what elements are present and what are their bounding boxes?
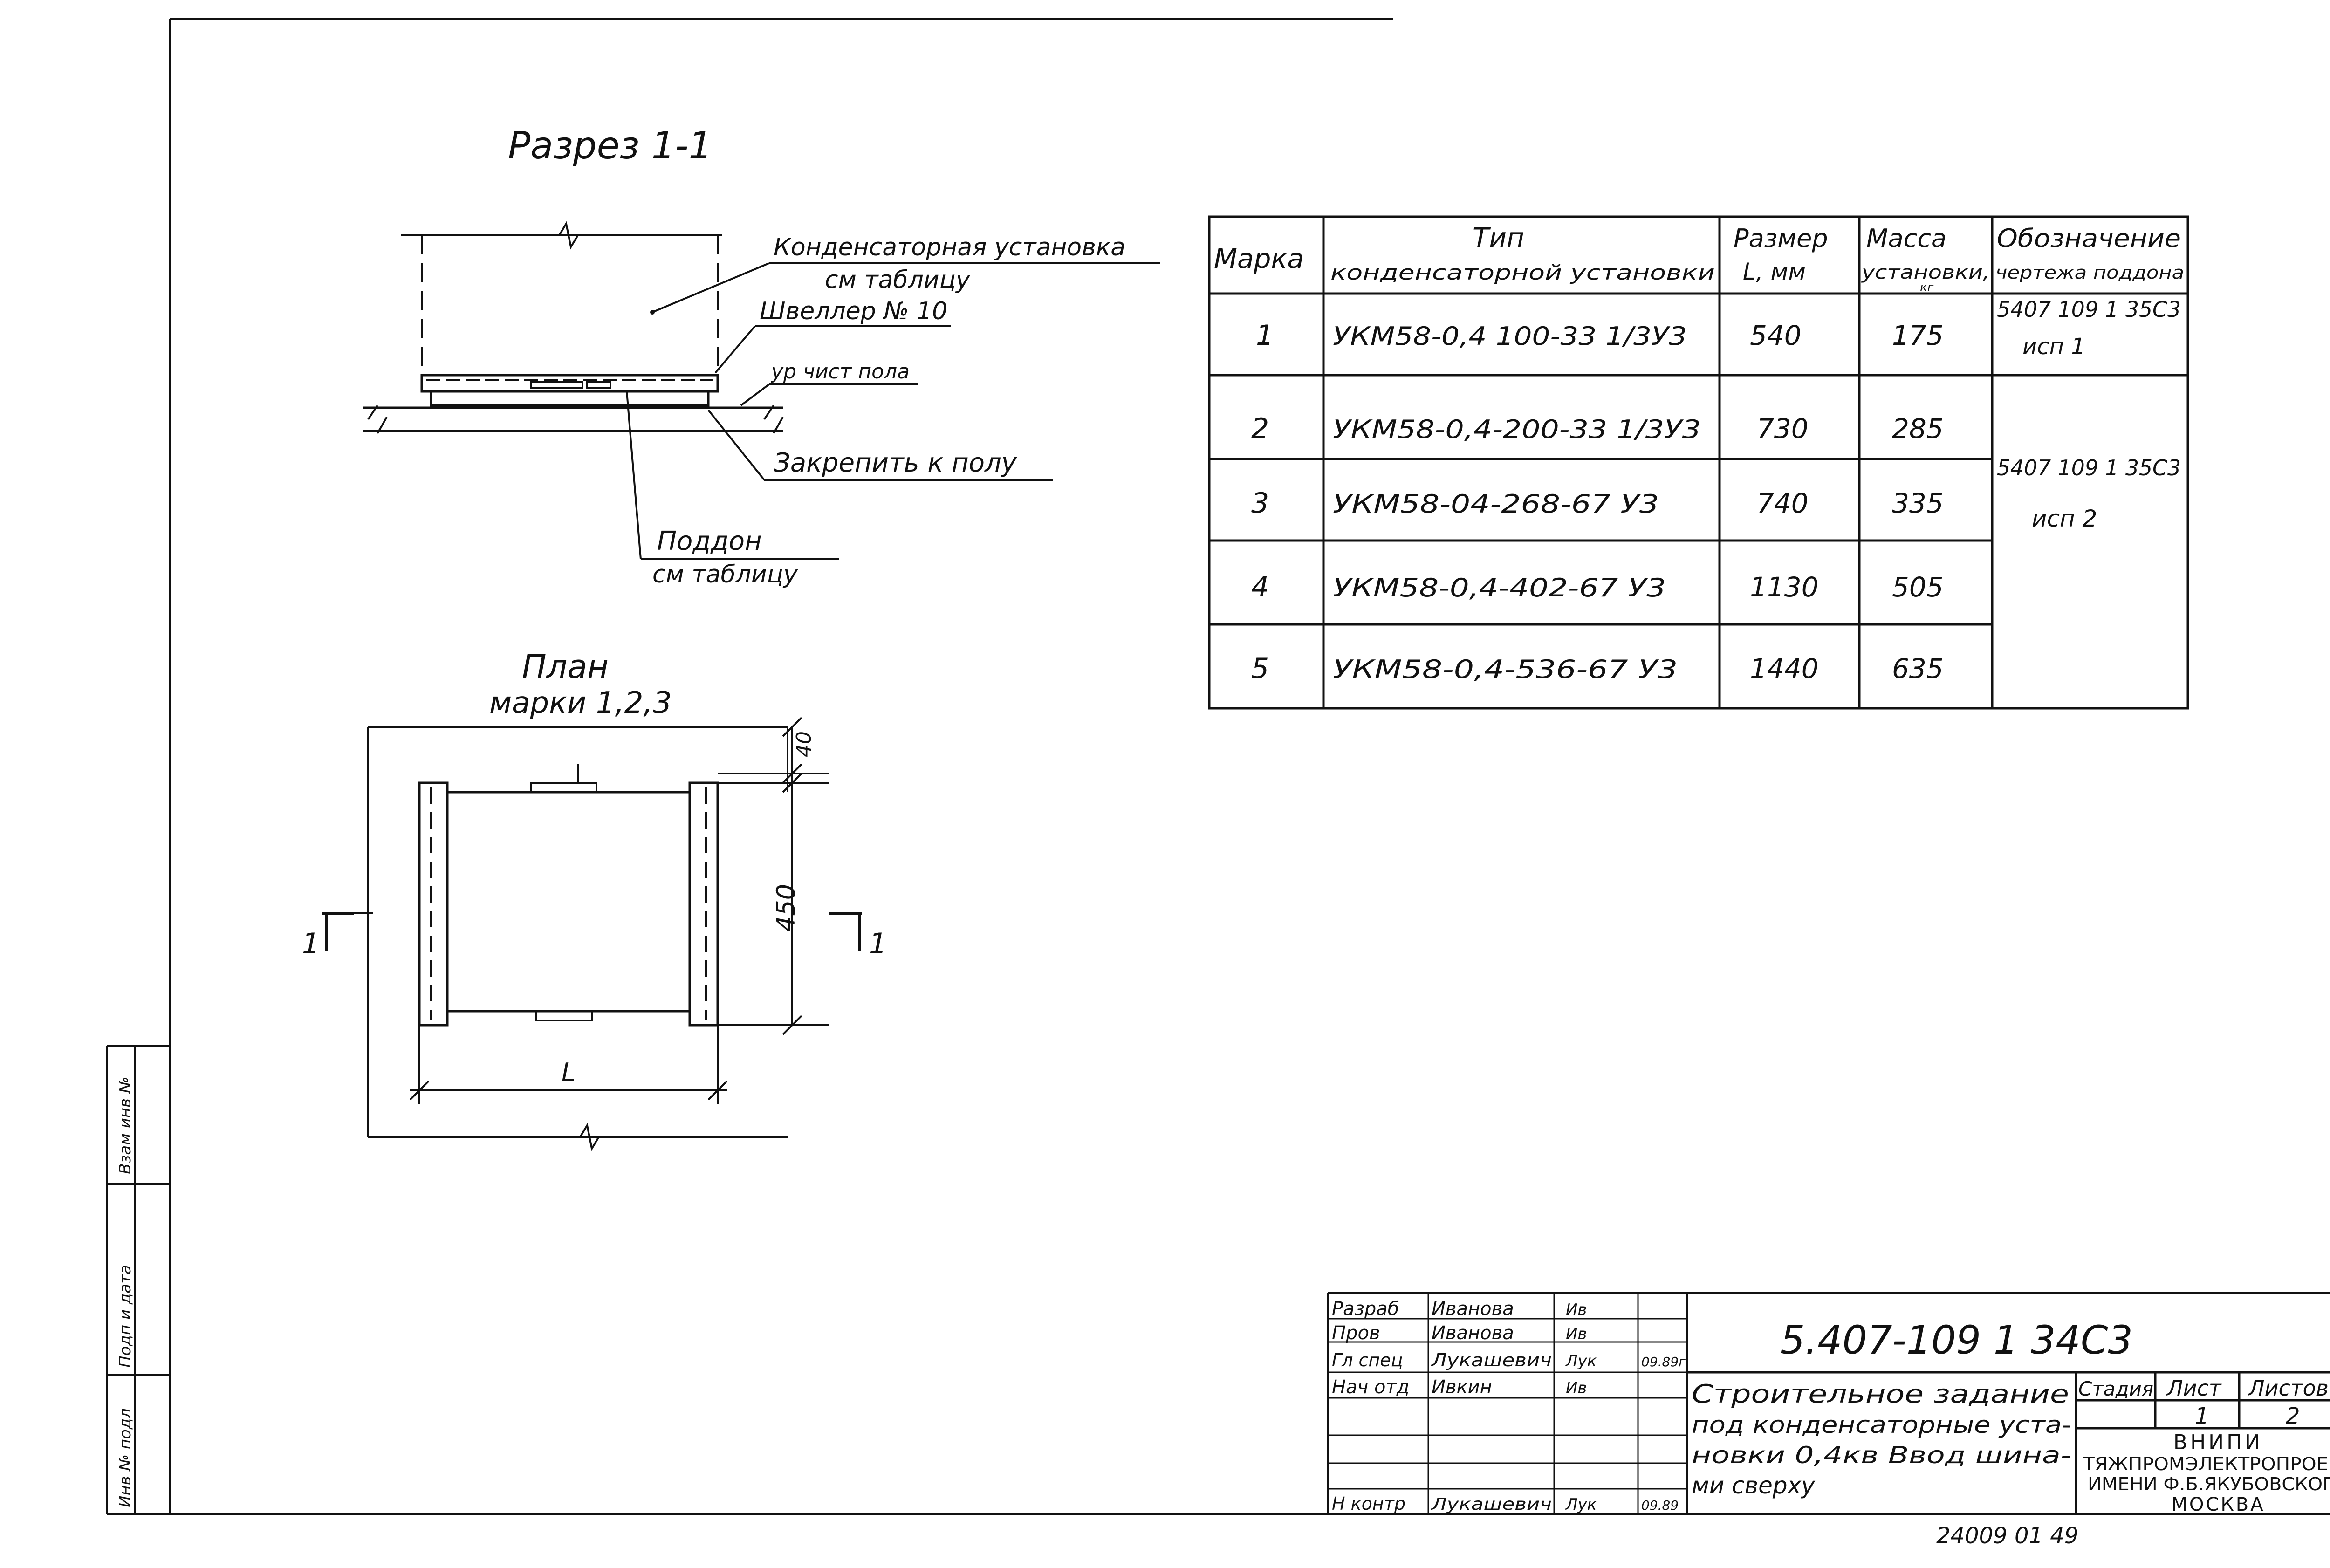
plan-view: План марки 1,2,3	[302, 648, 887, 1151]
header-ref-l1: Обозначение	[1997, 224, 2181, 253]
row-1-mark: 1	[1256, 319, 1274, 352]
tb-desc-l1: Строительное задание	[1692, 1379, 2069, 1409]
row-1-type: УКМ58-0,4 100-33 1/3У3	[1333, 322, 1687, 351]
tb-name-5: Лукашевич	[1431, 1495, 1552, 1514]
title-block: Разраб Иванова Ив Пров Иванова Ив Гл спе…	[1327, 1292, 2330, 1515]
plan-title: План	[522, 648, 609, 686]
row-5-mark: 5	[1251, 652, 1269, 685]
tb-name-2: Иванова	[1432, 1322, 1514, 1344]
header-type-l2: конденсаторной установки	[1330, 261, 1715, 285]
callout-fix: Закрепить к полу	[774, 448, 1017, 478]
section-title: Разрез 1-1	[508, 124, 712, 167]
row-3-type: УКМ58-04-268-67 У3	[1333, 489, 1659, 519]
tb-org-l1: ВНИПИ	[2173, 1431, 2263, 1454]
row-2-mark: 2	[1251, 412, 1269, 445]
tb-stage-label: Стадия	[2078, 1377, 2153, 1400]
tb-sign-5: Лук	[1565, 1495, 1597, 1514]
header-type-l1: Тип	[1473, 222, 1524, 253]
plan-dim-side: 450	[771, 884, 801, 932]
tb-code: 5.407-109 1 34С3	[1780, 1317, 2133, 1363]
header-mass-l3: кг	[1920, 281, 1934, 294]
plan-cut-right: 1	[869, 927, 887, 960]
tb-sheet-label: Лист	[2166, 1376, 2222, 1401]
row-5-type: УКМ58-0,4-536-67 У3	[1333, 655, 1678, 684]
tb-date-3: 09.89г	[1641, 1354, 1686, 1369]
ref-row1-l2: исп 1	[2022, 334, 2085, 360]
sheet-frame	[169, 18, 2330, 1515]
callout-channel: Швеллер № 10	[760, 297, 947, 325]
margin-inv-orig: Инв № подл	[116, 1408, 135, 1507]
margin-stamp: Взам инв № Подп и дата Инв № подл	[106, 1045, 170, 1515]
tb-desc-l2: под конденсаторные уста-	[1692, 1411, 2071, 1438]
row-1-size: 540	[1750, 320, 1802, 351]
row-1-mass: 175	[1892, 320, 1944, 351]
plan-subtitle: марки 1,2,3	[489, 686, 672, 720]
row-5-size: 1440	[1750, 653, 1819, 685]
tb-org-l3: ИМЕНИ Ф.Б.ЯКУБОВСКОГО	[2088, 1474, 2330, 1494]
tb-sign-3: Лук	[1565, 1352, 1597, 1370]
row-2-size: 730	[1757, 413, 1809, 445]
header-size-l1: Размер	[1734, 224, 1828, 253]
tb-name-1: Иванова	[1432, 1298, 1514, 1320]
header-mass-l1: Масса	[1866, 224, 1946, 253]
ref-rows2-5-l1: 5407 109 1 35С3	[1997, 455, 2181, 480]
row-2-mass: 285	[1892, 413, 1944, 445]
margin-sign-date: Подп и дата	[116, 1265, 135, 1368]
tb-sheets: 2	[2286, 1403, 2300, 1429]
tb-sign-2: Ив	[1566, 1325, 1587, 1343]
plan-dim-top: 40	[792, 731, 816, 757]
tb-date-5: 09.89	[1641, 1498, 1679, 1513]
tb-sign-4: Ив	[1566, 1379, 1587, 1397]
row-4-mark: 4	[1251, 571, 1269, 603]
tb-desc-l4: ми сверху	[1692, 1472, 1816, 1499]
row-3-mass: 335	[1892, 487, 1944, 519]
row-3-size: 740	[1757, 487, 1809, 519]
tb-org-l4: МОСКВА	[2171, 1494, 2265, 1515]
tb-desc-l3: новки 0,4кв Ввод шина-	[1692, 1442, 2071, 1469]
tb-sheet: 1	[2195, 1403, 2209, 1429]
header-mark: Марка	[1214, 243, 1304, 274]
row-4-mass: 505	[1892, 571, 1944, 603]
tb-name-3: Лукашевич	[1431, 1350, 1552, 1370]
tb-role-3: Гл спец	[1332, 1350, 1403, 1370]
tb-name-4: Ивкин	[1432, 1376, 1492, 1398]
section-view: Разрез 1-1	[363, 124, 1160, 589]
tb-sheets-label: Листов	[2248, 1376, 2329, 1401]
tb-role-5: Н контр	[1332, 1493, 1405, 1514]
margin-inv-repl: Взам инв №	[116, 1077, 135, 1174]
ref-row1-l1: 5407 109 1 35С3	[1997, 297, 2181, 322]
row-3-mark: 3	[1251, 487, 1269, 520]
header-size-l2: L, мм	[1743, 258, 1806, 285]
row-4-size: 1130	[1750, 571, 1819, 603]
row-2-type: УКМ58-0,4-200-33 1/3У3	[1333, 415, 1701, 444]
callout-floor: ур чист пола	[770, 360, 910, 383]
header-ref-l2: чертежа поддона	[1995, 262, 2184, 283]
row-5-mass: 635	[1892, 653, 1944, 685]
tb-role-1: Разраб	[1332, 1298, 1399, 1320]
row-4-type: УКМ58-0,4-402-67 У3	[1333, 573, 1666, 603]
header-mass-l2: установки,	[1861, 262, 1990, 283]
plan-dim-width: L	[562, 1058, 576, 1087]
tb-role-4: Нач отд	[1332, 1376, 1409, 1398]
plan-cut-left: 1	[302, 927, 320, 960]
callout-tray-ref: см таблицу	[652, 561, 798, 589]
tb-org-l2: ТЯЖПРОМЭЛЕКТРОПРОЕКТ	[2083, 1454, 2330, 1474]
tb-role-2: Пров	[1332, 1322, 1380, 1344]
callout-unit: Конденсаторная установка	[774, 233, 1125, 261]
ref-rows2-5-l2: исп 2	[2032, 505, 2097, 532]
specification-table: Марка Тип конденсаторной установки Разме…	[1208, 215, 2189, 710]
callout-unit-ref: см таблицу	[825, 266, 971, 294]
tb-sign-1: Ив	[1566, 1301, 1587, 1319]
archive-number: 24009 01 49	[1936, 1523, 2078, 1549]
callout-tray: Поддон	[657, 526, 762, 556]
